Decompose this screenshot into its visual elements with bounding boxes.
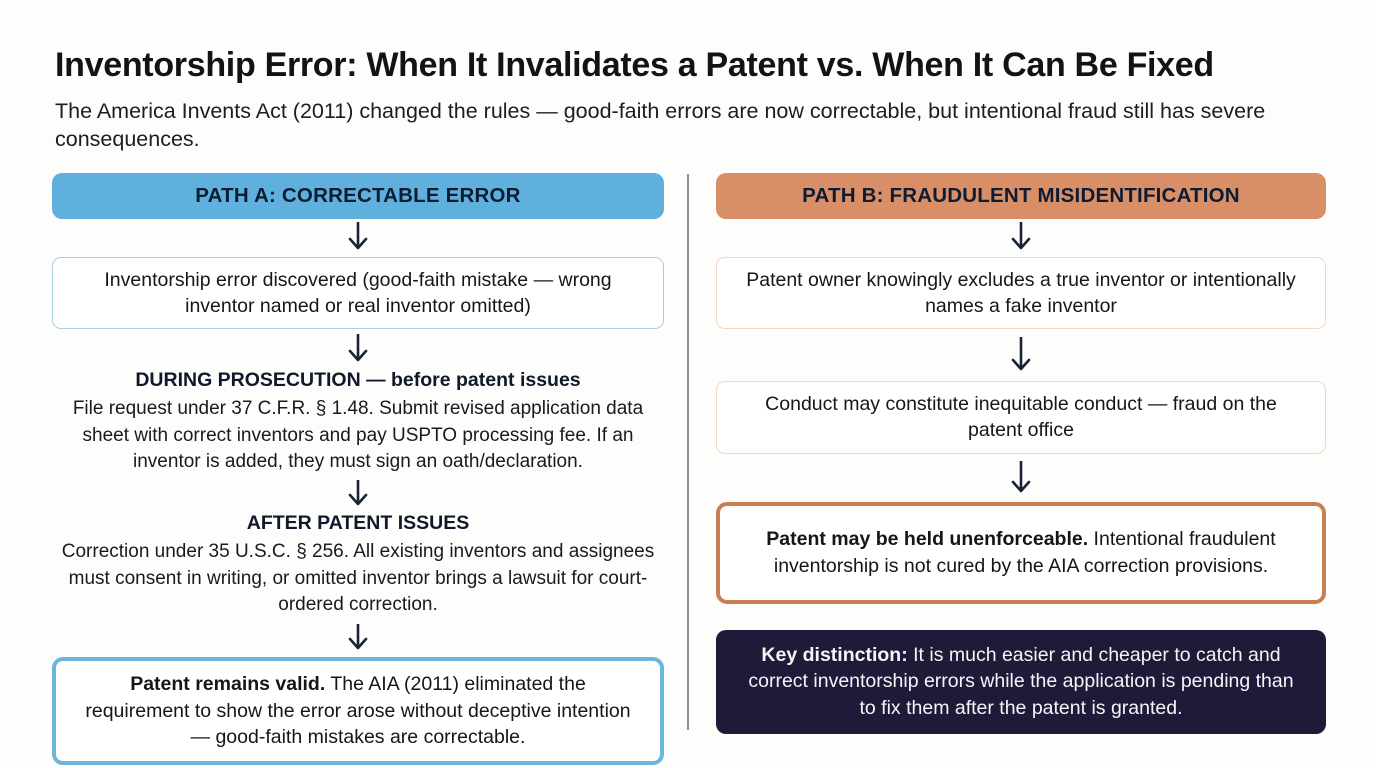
step-body: File request under 37 C.F.R. § 1.48. Sub… xyxy=(72,398,644,473)
path-a-outcome-box: Patent remains valid. The AIA (2011) eli… xyxy=(52,656,664,765)
path-b-conduct-text: Patent owner knowingly excludes a true i… xyxy=(746,269,1296,318)
down-arrow-icon xyxy=(1011,460,1031,492)
outcome-rest: Intentional fraudulent inventorship is n… xyxy=(773,527,1276,577)
down-arrow-icon xyxy=(348,480,368,506)
step-body: Correction under 35 U.S.C. § 256. All ex… xyxy=(61,541,655,616)
key-lead: Key distinction: xyxy=(761,643,908,666)
page-title: Inventorship Error: When It Invalidates … xyxy=(55,46,1214,84)
path-a-step-during-prosecution: DURING PROSECUTION — before patent issue… xyxy=(52,369,664,476)
path-b-header: PATH B: FRAUDULENT MISIDENTIFICATION xyxy=(716,173,1326,219)
path-b-inequitable-box: Conduct may constitute inequitable condu… xyxy=(716,381,1326,454)
path-a-discovery-box: Inventorship error discovered (good-fait… xyxy=(52,257,664,330)
path-a-header: PATH A: CORRECTABLE ERROR xyxy=(52,173,664,219)
path-a-outcome-text: Patent remains valid. The AIA (2011) eli… xyxy=(84,671,632,751)
page-subtitle: The America Invents Act (2011) changed t… xyxy=(55,99,1266,151)
down-arrow-icon xyxy=(1011,222,1031,250)
path-b-outcome-box: Patent may be held unenforceable. Intent… xyxy=(716,501,1326,604)
down-arrow-icon xyxy=(1011,337,1031,371)
path-b-inequitable-text: Conduct may constitute inequitable condu… xyxy=(765,393,1277,442)
path-b-outcome-text: Patent may be held unenforceable. Intent… xyxy=(748,526,1294,579)
outcome-lead: Patent may be held unenforceable. xyxy=(766,527,1089,550)
step-heading: AFTER PATENT ISSUES xyxy=(246,512,470,535)
path-a-column: PATH A: CORRECTABLE ERROR Inventorship e… xyxy=(52,173,664,765)
path-a-discovery-text: Inventorship error discovered (good-fait… xyxy=(104,269,612,318)
column-divider xyxy=(687,174,689,730)
key-distinction-box: Key distinction: It is much easier and c… xyxy=(716,629,1326,734)
down-arrow-icon xyxy=(348,623,368,650)
down-arrow-icon xyxy=(348,222,368,250)
key-rest: It is much easier and cheaper to catch a… xyxy=(748,643,1294,719)
path-a-step-after-issue: AFTER PATENT ISSUES Correction under 35 … xyxy=(52,512,664,619)
outcome-rest: The AIA (2011) eliminated the requiremen… xyxy=(85,672,631,749)
path-b-conduct-box: Patent owner knowingly excludes a true i… xyxy=(716,257,1326,330)
step-heading: DURING PROSECUTION — before patent issue… xyxy=(135,369,581,392)
outcome-lead: Patent remains valid. xyxy=(130,672,326,695)
key-distinction-text: Key distinction: It is much easier and c… xyxy=(742,642,1300,722)
down-arrow-icon xyxy=(348,334,368,362)
path-b-column: PATH B: FRAUDULENT MISIDENTIFICATION Pat… xyxy=(716,173,1326,734)
